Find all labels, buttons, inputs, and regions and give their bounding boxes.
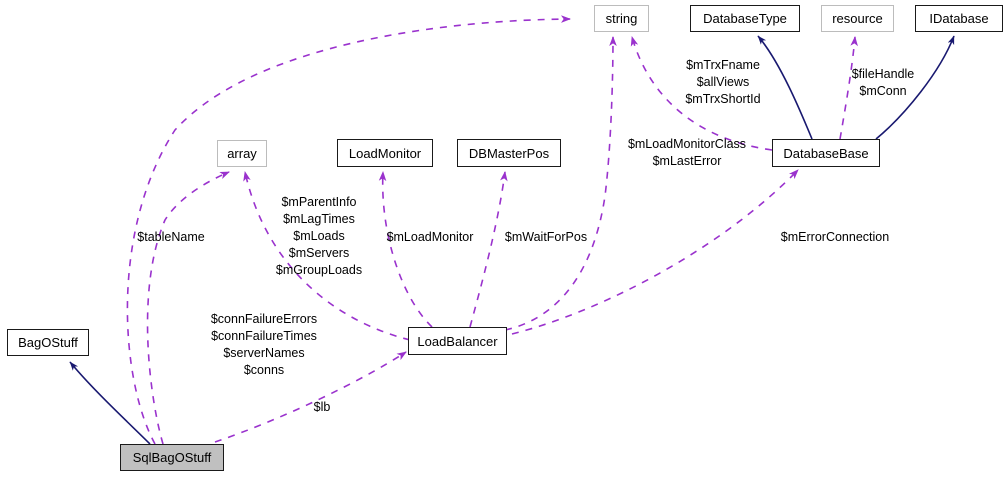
edge-label-m-load-monitor: $mLoadMonitor	[386, 230, 474, 244]
node-idatabase[interactable]: IDatabase	[915, 5, 1003, 32]
node-label: IDatabase	[929, 11, 989, 26]
edge-label-trx-fname: $mTrxFname $allViews $mTrxShortId	[685, 58, 761, 106]
node-string[interactable]: string	[594, 5, 649, 32]
edge-databasebase-to-string	[630, 36, 773, 151]
edge-sqlbagostuff-to-array	[146, 171, 230, 445]
node-dbmasterpos[interactable]: DBMasterPos	[457, 139, 561, 167]
node-label: array	[227, 146, 257, 161]
edge-loadbalancer-to-dbmasterpos	[469, 171, 508, 328]
node-label: DatabaseBase	[783, 145, 869, 161]
edge-databasebase-to-idatabase	[875, 35, 955, 140]
edge-label-table-name: $tableName	[137, 230, 205, 244]
edge-sqlbagostuff-to-bagostuff	[69, 361, 151, 445]
edge-label-file-handle: $fileHandle $mConn	[851, 67, 915, 98]
edge-label-conn-failure: $connFailureErrors $connFailureTimes $se…	[210, 312, 318, 377]
edge-loadbalancer-to-loadmonitor	[378, 171, 433, 328]
node-label: LoadBalancer	[417, 333, 498, 349]
node-loadbalancer[interactable]: LoadBalancer	[408, 327, 507, 355]
node-sqlbagostuff[interactable]: SqlBagOStuff	[120, 444, 224, 471]
node-label: string	[605, 11, 638, 26]
edge-label-load-monitor-class: $mLoadMonitorClass $mLastError	[627, 137, 747, 168]
edge-label-lb: $lb	[313, 400, 331, 414]
usage-edges	[126, 15, 858, 445]
node-bagostuff[interactable]: BagOStuff	[7, 329, 89, 356]
edge-loadbalancer-to-array	[243, 171, 411, 341]
edge-databasebase-to-databasetype	[757, 35, 813, 140]
node-label: BagOStuff	[18, 335, 78, 350]
edge-label-error-connection: $mErrorConnection	[780, 230, 890, 244]
edge-loadbalancer-to-string	[504, 36, 617, 331]
node-label: DatabaseType	[703, 11, 787, 26]
node-array[interactable]: array	[217, 140, 267, 167]
edge-label-parent-info: $mParentInfo $mLagTimes $mLoads $mServer…	[275, 195, 363, 277]
node-label: LoadMonitor	[348, 145, 422, 161]
node-loadmonitor[interactable]: LoadMonitor	[337, 139, 433, 167]
node-label: resource	[832, 11, 883, 26]
edge-sqlbagostuff-to-string	[126, 15, 571, 445]
node-databasebase[interactable]: DatabaseBase	[772, 139, 880, 167]
edge-label-m-wait-for-pos: $mWaitForPos	[504, 230, 588, 244]
node-label: SqlBagOStuff	[132, 450, 212, 465]
inheritance-edges	[69, 35, 955, 445]
edge-databasebase-to-loadbalancer	[511, 169, 799, 335]
node-databasetype[interactable]: DatabaseType	[690, 5, 800, 32]
node-resource[interactable]: resource	[821, 5, 894, 32]
node-label: DBMasterPos	[468, 145, 550, 161]
